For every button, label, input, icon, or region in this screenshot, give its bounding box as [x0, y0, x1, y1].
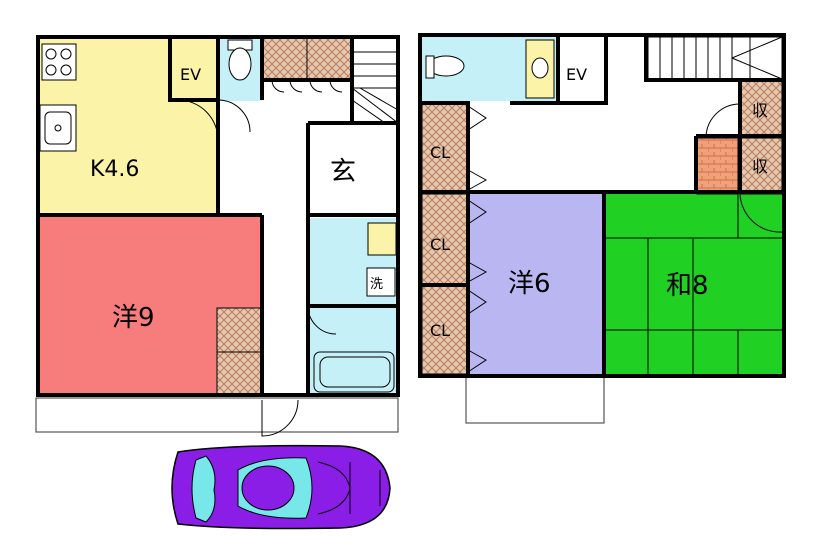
label-elevator-2f: EV	[566, 65, 587, 84]
terrace	[35, 397, 399, 433]
car-icon	[171, 444, 391, 530]
label-storage-b: 収	[752, 157, 768, 176]
wash-basin-icon	[367, 222, 397, 256]
western-room-6	[470, 194, 604, 374]
closet-1f-b	[216, 351, 262, 397]
floor-2	[418, 33, 786, 424]
label-western-room-2f: 洋6	[508, 269, 551, 299]
closet-2f-a	[421, 102, 469, 192]
stairs-2f	[647, 36, 783, 80]
walls-1f	[36, 35, 400, 397]
alcove	[696, 137, 739, 195]
label-washroom: 洗	[370, 277, 383, 292]
balcony	[465, 374, 605, 424]
doors-2f	[467, 103, 783, 373]
floor-1	[35, 35, 400, 437]
closet-1f-d	[306, 36, 352, 80]
stove-icon	[41, 43, 77, 81]
closet-2f-c	[421, 285, 469, 375]
closet-1f-a	[216, 307, 262, 353]
closet-1f-c	[262, 36, 308, 80]
washing-machine-icon	[366, 267, 396, 297]
label-japanese-room: 和8	[666, 271, 709, 301]
label-kitchen: K4.6	[90, 157, 139, 182]
sink-icon	[39, 104, 77, 152]
label-elevator-1f: EV	[180, 65, 201, 84]
stairs-1f	[351, 36, 399, 124]
doors-1f	[177, 79, 343, 437]
label-entrance: 玄	[330, 157, 356, 187]
bathtub-icon	[313, 351, 395, 393]
label-closet-2f-b: CL	[430, 235, 450, 254]
label-western-room-1f: 洋9	[112, 303, 155, 333]
walls-2f	[418, 33, 786, 378]
label-storage-a: 収	[752, 101, 768, 120]
label-closet-2f-a: CL	[430, 143, 450, 162]
tatami-lines	[604, 194, 782, 374]
storage-b	[739, 137, 783, 195]
label-closet-2f-c: CL	[430, 321, 450, 340]
toilet-icon	[228, 47, 252, 81]
closet-2f-b	[421, 193, 469, 285]
